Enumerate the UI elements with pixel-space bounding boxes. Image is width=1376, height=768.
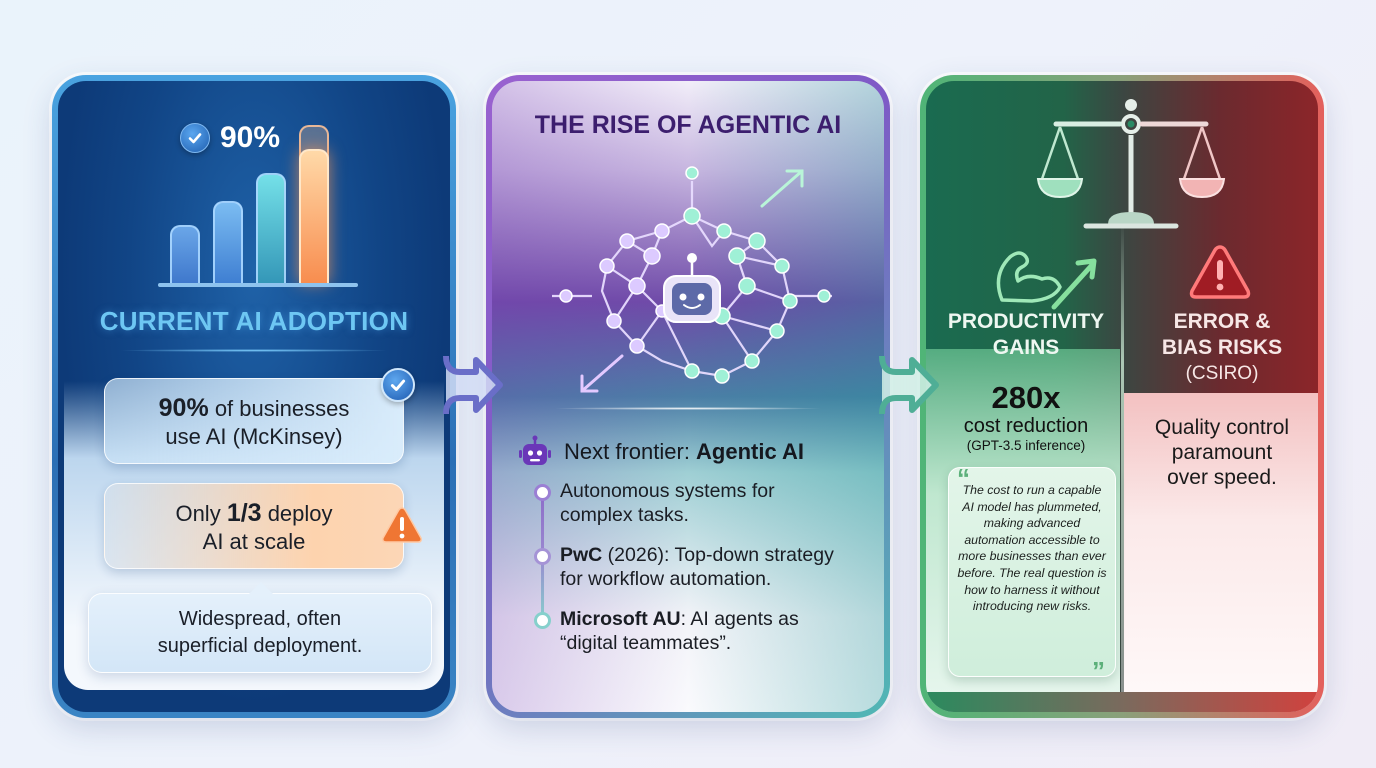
list-item-bold: PwC [560,544,603,566]
risks-title-line: ERROR & [1173,310,1271,333]
robot-icon [519,435,551,465]
panel-bottom-bar [926,692,1318,712]
robot-brain-network-icon [552,166,832,393]
stat-card-adoption: 90% of businesses use AI (McKinsey) [104,378,404,464]
bullet-dot-icon [534,612,551,629]
quote-text: The cost to run a capable AI model has p… [957,483,1107,614]
gains-title: PRODUCTIVITY GAINS [926,309,1126,361]
adoption-panel-body: 90% CURRENT AI ADOPTION 90% of businesse… [58,81,450,712]
stat-label: cost reduction [963,415,1089,437]
risks-text-line: Quality control [1154,416,1290,439]
list-item-text: (2026): Top-down strategy [602,544,834,566]
section-divider [1121,221,1124,692]
check-circle-icon [180,123,210,153]
hero-stat: 90% [180,121,280,155]
balance-scale-icon [1036,99,1226,229]
timeline-list: Autonomous systems for complex tasks. Pw… [534,479,864,671]
agentic-title: THE RISE OF AGENTIC AI [534,111,842,139]
quote-open-icon: “ [957,463,970,493]
stat-card-scale: Only 1/3 deploy AI at scale [104,483,404,569]
stat-bold: 1/3 [226,499,262,527]
list-item-text: : AI agents as [680,608,799,630]
warning-triangle-icon [382,507,422,543]
quote-close-icon: ” [1092,656,1105,687]
risks-text-line: over speed. [1167,466,1277,489]
list-item-text: for workflow automation. [560,568,772,590]
divider [552,407,824,410]
list-item: Autonomous systems for complex tasks. [534,479,864,527]
list-item-text: complex tasks. [560,504,689,526]
arrow-right-icon [443,355,503,415]
warning-triangle-icon [1189,245,1251,299]
stat-text: of businesses [208,396,350,421]
list-item-text: Autonomous systems for [560,480,775,502]
agentic-panel: THE RISE OF AGENTIC AI [486,75,890,718]
agentic-panel-body: THE RISE OF AGENTIC AI [492,81,884,712]
stat-sub: (GPT-3.5 inference) [966,438,1086,453]
list-item: PwC (2026): Top-down strategy for workfl… [534,543,864,591]
stat-text: Only [175,501,227,526]
check-circle-icon [381,368,415,402]
adoption-title: CURRENT AI ADOPTION [99,306,409,336]
list-item-bold: Microsoft AU [560,608,681,630]
callout-text: Widespread, often [178,608,342,630]
risks-text-line: paramount [1171,441,1273,464]
frontier-prefix: Next frontier: [564,439,697,464]
gains-title-line: GAINS [992,336,1060,359]
risks-source: (CSIRO) [1185,363,1259,384]
list-item: Microsoft AU: AI agents as “digital team… [534,607,864,655]
divider [118,349,390,352]
callout-text: superficial deployment. [157,635,363,657]
hero-stat-value: 90% [220,121,281,154]
risks-text: Quality control paramount over speed. [1126,415,1318,490]
tradeoff-panel-body: PRODUCTIVITY GAINS ERROR & BIAS RISKS (C… [926,81,1318,712]
stat-number: 280x [991,380,1061,415]
stat-text: AI at scale [202,529,306,554]
cost-stat: 280x cost reduction (GPT-3.5 inference) [926,381,1126,455]
stat-bold: 90% [158,394,209,422]
adoption-panel: 90% CURRENT AI ADOPTION 90% of businesse… [52,75,456,718]
list-item-text: “digital teammates”. [560,632,732,654]
risks-title: ERROR & BIAS RISKS (CSIRO) [1126,309,1318,387]
bar-chart-icon [158,121,358,291]
risks-title-line: BIAS RISKS [1161,336,1283,359]
stat-text: deploy [261,501,333,526]
bullet-dot-icon [534,548,551,565]
tradeoff-panel: PRODUCTIVITY GAINS ERROR & BIAS RISKS (C… [920,75,1324,718]
arrow-right-icon [879,355,939,415]
frontier-bold: Agentic AI [696,439,805,464]
callout-summary: Widespread, often superficial deployment… [88,582,432,673]
stat-text: use AI (McKinsey) [165,424,343,449]
risks-section-bg [1124,393,1318,712]
gains-title-line: PRODUCTIVITY [947,310,1105,333]
frontier-heading: Next frontier: Agentic AI [518,435,804,469]
quote-card: “ The cost to run a capable AI model has… [948,463,1116,687]
bullet-dot-icon [534,484,551,501]
flexed-bicep-icon [996,251,1097,310]
